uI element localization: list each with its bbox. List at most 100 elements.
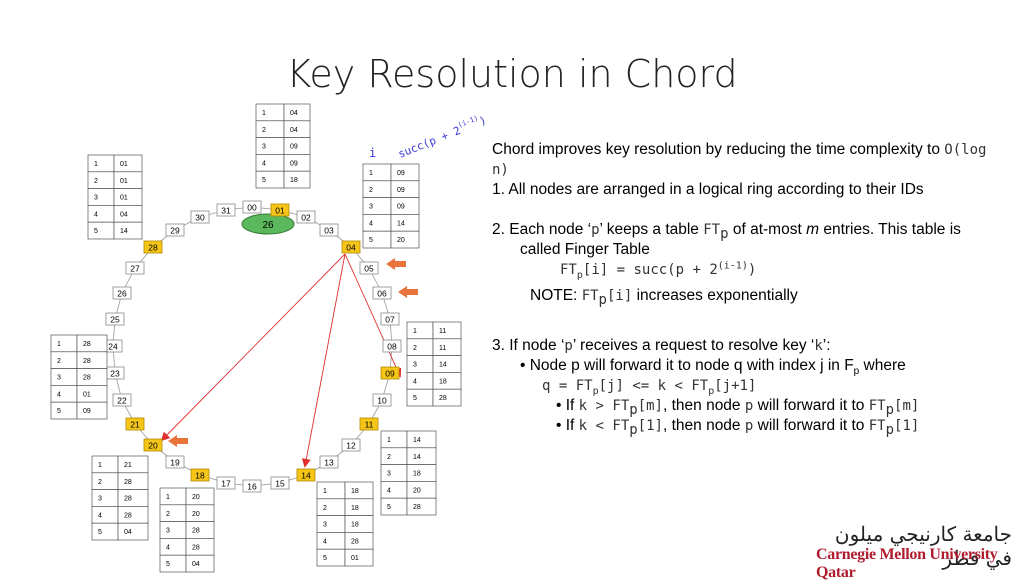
finger-successor: 21 — [124, 462, 132, 469]
ring-node-label: 00 — [247, 203, 257, 213]
ring-node-30: 30 — [190, 210, 210, 224]
ring-node-label: 08 — [387, 342, 397, 352]
finger-successor: 28 — [413, 504, 421, 511]
finger-index: 3 — [369, 204, 373, 211]
ring-node-label: 19 — [170, 458, 180, 468]
ring-node-label: 23 — [110, 369, 120, 379]
finger-index: 3 — [323, 522, 327, 529]
ring-node-09: 09 — [380, 366, 400, 380]
finger-index: 3 — [387, 471, 391, 478]
ring-node-label: 04 — [346, 243, 356, 253]
list-item-2: 2. Each node ‘p’ keeps a table FTp of at… — [492, 221, 961, 258]
ring-node-31: 31 — [216, 203, 236, 217]
ring-node-22: 22 — [112, 393, 132, 407]
finger-successor: 09 — [397, 204, 405, 211]
finger-successor: 04 — [120, 211, 128, 218]
ring-node-12: 12 — [341, 438, 361, 452]
finger-index: 4 — [57, 391, 61, 398]
finger-index: 3 — [98, 496, 102, 503]
ring-node-04: 04 — [341, 240, 361, 254]
ring-node-02: 02 — [296, 210, 316, 224]
ring-node-label: 13 — [324, 458, 334, 468]
finger-successor: 09 — [397, 187, 405, 194]
finger-successor: 01 — [120, 161, 128, 168]
finger-index: 3 — [94, 195, 98, 202]
ring-node-label: 17 — [221, 479, 231, 489]
finger-index: 2 — [323, 505, 327, 512]
finger-index: 5 — [166, 561, 170, 568]
ring-node-label: 30 — [195, 213, 205, 223]
finger-index: 5 — [98, 529, 102, 536]
finger-index: 1 — [57, 341, 61, 348]
list-item-3: 3. If node ‘p’ receives a request to res… — [492, 337, 831, 354]
finger-index: 4 — [262, 160, 266, 167]
ring-node-13: 13 — [319, 455, 339, 469]
finger-successor: 28 — [124, 479, 132, 486]
finger-index: 5 — [94, 228, 98, 235]
ring-node-label: 06 — [377, 289, 387, 299]
finger-successor: 28 — [124, 512, 132, 519]
ring-node-label: 01 — [275, 206, 285, 216]
finger-successor: 04 — [290, 127, 298, 134]
finger-successor: 04 — [192, 561, 200, 568]
finger-successor: 28 — [83, 341, 91, 348]
finger-successor: 09 — [397, 170, 405, 177]
finger-successor: 28 — [83, 358, 91, 365]
page-title: Key Resolution in Chord — [286, 52, 738, 96]
finger-successor: 14 — [397, 220, 405, 227]
finger-successor: 18 — [351, 505, 359, 512]
finger-index: 5 — [413, 395, 417, 402]
ring-node-label: 22 — [117, 396, 127, 406]
finger-index: 2 — [98, 479, 102, 486]
finger-successor: 28 — [124, 496, 132, 503]
ring-node-label: 09 — [385, 369, 395, 379]
finger-successor: 28 — [351, 538, 359, 545]
query-forward-line — [160, 253, 346, 442]
finger-successor: 04 — [124, 529, 132, 536]
finger-index: 2 — [57, 358, 61, 365]
finger-successor: 09 — [290, 160, 298, 167]
finger-index: 5 — [323, 555, 327, 562]
finger-successor: 28 — [83, 375, 91, 382]
orange-arrow-06 — [398, 286, 418, 298]
ring-node-01: 01 — [270, 203, 290, 217]
ring-node-label: 14 — [301, 471, 311, 481]
ring-node-07: 07 — [380, 312, 400, 326]
finger-successor: 01 — [351, 555, 359, 562]
finger-successor: 09 — [83, 408, 91, 415]
note-text: NOTE: FTp[i] increases exponentially — [530, 287, 798, 309]
orange-arrow-05 — [386, 258, 406, 270]
finger-index: 4 — [98, 512, 102, 519]
finger-index: 1 — [369, 170, 373, 177]
finger-successor: 14 — [120, 228, 128, 235]
ring-node-03: 03 — [319, 223, 339, 237]
ring-node-20: 20 — [143, 438, 163, 452]
ring-node-27: 27 — [125, 261, 145, 275]
center-node-label: 26 — [262, 220, 274, 231]
ring-node-label: 03 — [324, 226, 334, 236]
finger-index: 3 — [262, 144, 266, 151]
ring-node-label: 21 — [130, 420, 140, 430]
finger-index: 4 — [94, 211, 98, 218]
sub-bullet-1: • If k > FTp[m], then node p will forwar… — [556, 397, 920, 419]
ring-node-14: 14 — [296, 468, 316, 482]
ring-node-08: 08 — [382, 339, 402, 353]
finger-successor: 18 — [413, 471, 421, 478]
ring-node-label: 07 — [385, 315, 395, 325]
ring-node-label: 31 — [221, 206, 231, 216]
finger-index: 1 — [94, 161, 98, 168]
ring-node-11: 11 — [359, 417, 379, 431]
ring-node-label: 11 — [365, 420, 374, 430]
finger-table-formula: FTp[i] = succ(p + 2(i-1)) — [560, 260, 757, 281]
finger-index: 3 — [166, 528, 170, 535]
ring-node-18: 18 — [190, 468, 210, 482]
notes-panel: Chord improves key resolution by reducin… — [492, 140, 992, 437]
intro-text: Chord improves key resolution by reducin… — [492, 141, 987, 178]
ring-node-00: 00 — [242, 200, 262, 214]
ring-node-06: 06 — [372, 286, 392, 300]
finger-successor: 18 — [439, 378, 447, 385]
